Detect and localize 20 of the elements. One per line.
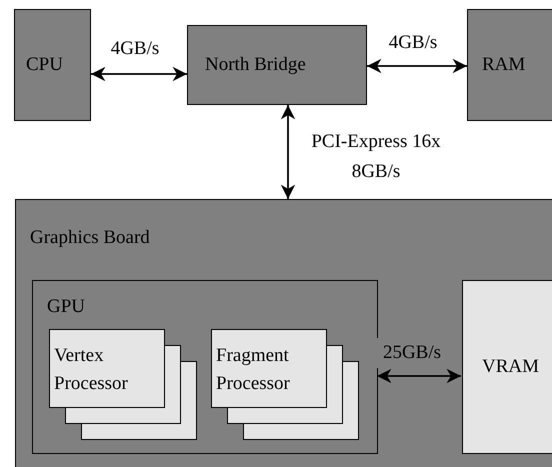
node-label: North Bridge (205, 52, 306, 77)
node-label: RAM (482, 52, 526, 77)
process-box (187, 25, 367, 105)
node-label: Vertex Processor (54, 344, 129, 396)
node-label: GPU (47, 295, 86, 319)
node-label: Graphics Board (30, 226, 150, 250)
arrow (91, 66, 187, 82)
card-stack-drawing (49, 329, 197, 440)
process-box (467, 9, 552, 121)
memory-box (462, 280, 552, 454)
node-label: VRAM (482, 354, 540, 379)
gpu-container (32, 280, 378, 454)
node-label: Fragment Processor (216, 344, 291, 396)
process-box (14, 9, 91, 121)
board-container (15, 199, 552, 467)
arrow (377, 368, 461, 384)
arrow (280, 105, 296, 199)
node-label: CPU (26, 52, 63, 77)
arrow (367, 58, 467, 74)
card-stack-drawing (211, 329, 359, 440)
